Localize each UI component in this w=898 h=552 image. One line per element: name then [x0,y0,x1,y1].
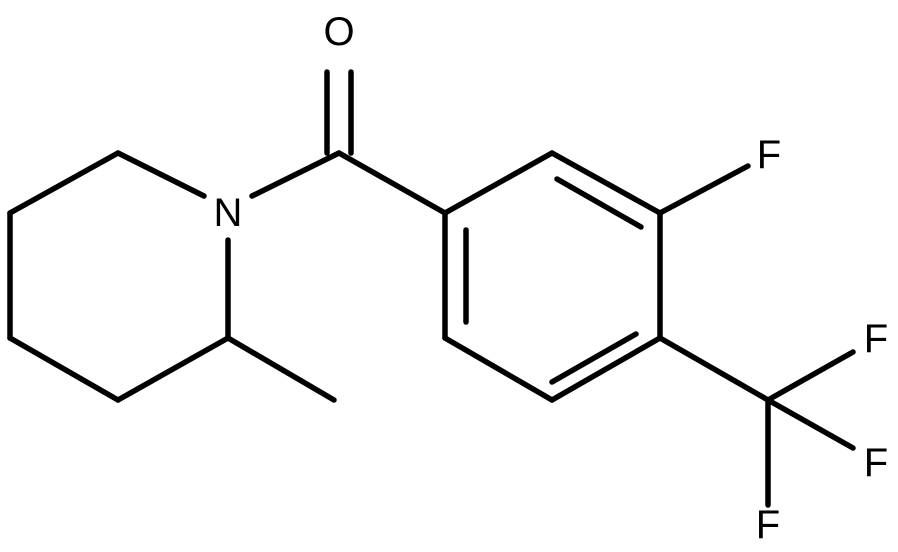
bond-ring-fluorine [657,163,751,216]
atom-fluorine-cf3-right: F [864,441,888,485]
bond-carbonyl-nitrogen [249,150,342,199]
trifluoromethyl-group [657,335,856,508]
bond-carbonyl-ring [336,150,448,216]
atom-nitrogen: N [214,191,243,235]
benzene-ring [442,150,663,403]
carbonyl-double-bond [324,69,354,156]
methyl-bond [225,335,337,403]
atom-fluorine-cf3-top: F [864,317,888,361]
atom-oxygen: O [323,10,354,54]
atom-fluorine-cf3-bottom: F [756,503,780,547]
atom-fluorine-ring: F [757,133,781,177]
piperidine-ring [7,150,231,403]
